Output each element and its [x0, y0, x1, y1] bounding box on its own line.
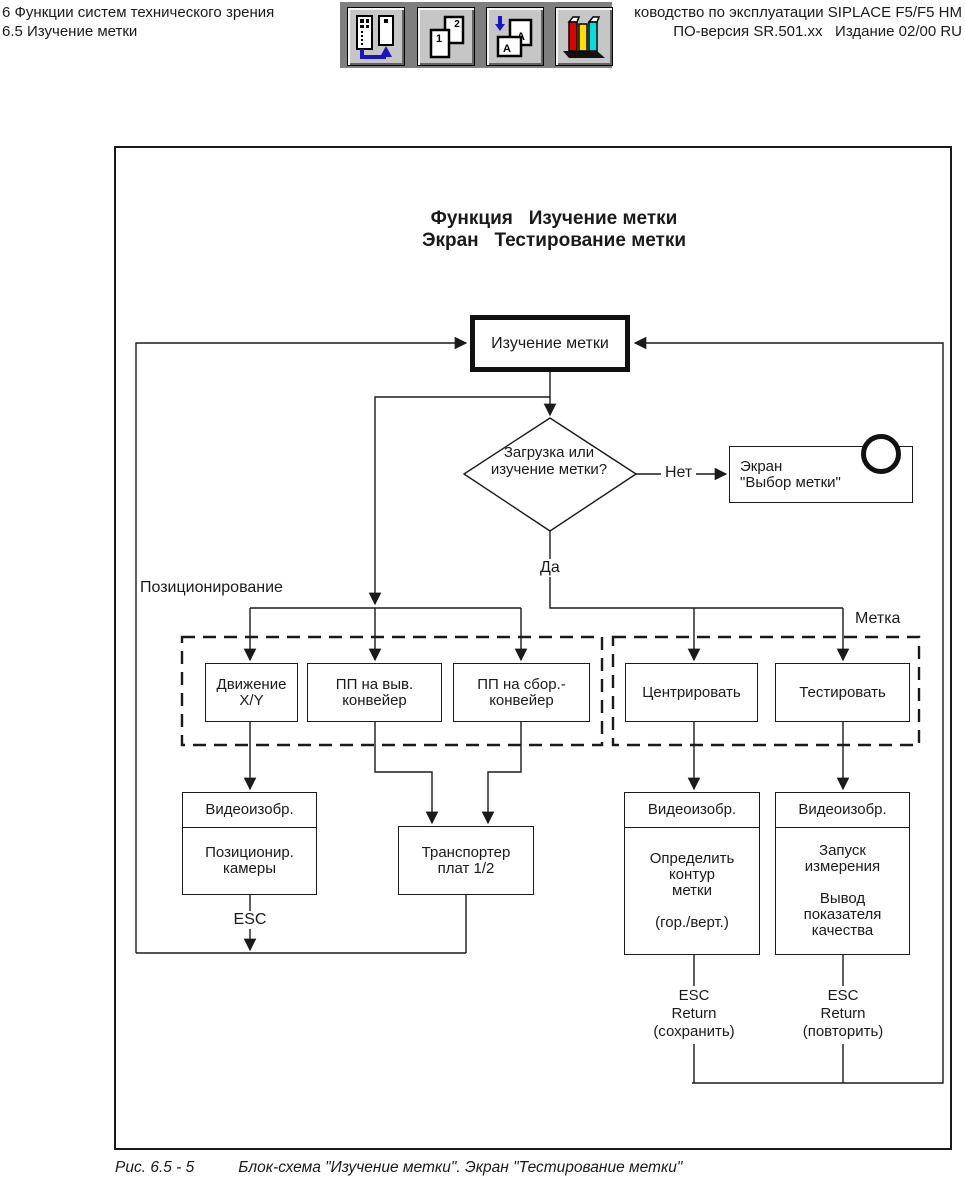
- esc-return-save-label: ESC Return (сохранить): [639, 987, 749, 1041]
- ppout-line1: ПП на выв.: [335, 675, 414, 693]
- esc-save-line3: (сохранить): [653, 1023, 735, 1040]
- toolbar-button-transfer[interactable]: [347, 7, 405, 66]
- contour-line3: метки: [672, 882, 712, 899]
- decision-line1: Загрузка или: [503, 444, 595, 461]
- esc-save-line1: ESC: [678, 987, 710, 1004]
- node-test: Тестировать: [775, 663, 910, 722]
- node-pcb-assembly-conveyor: ПП на сбор.- конвейер: [453, 663, 590, 722]
- esc-label: ESC: [228, 911, 272, 929]
- measure-line4: показателя: [803, 906, 882, 923]
- contour-line4: (гор./верт.): [655, 914, 729, 931]
- video1-header: Видеоизобр.: [183, 793, 316, 828]
- cam-line2: камеры: [222, 860, 276, 877]
- diagram-frame: [114, 146, 952, 1150]
- move-line2: X/Y: [239, 691, 264, 709]
- cam-line1: Позиционир.: [205, 844, 294, 861]
- diagram-title-line2: Экран Тестирование метки: [421, 230, 687, 251]
- node-center: Центрировать: [625, 663, 758, 722]
- screen-select-line1: Экран: [740, 457, 783, 475]
- transfer-boards-icon: [356, 14, 394, 59]
- node-move-xy: Движение X/Y: [205, 663, 298, 722]
- page-1-label: 1: [436, 33, 442, 45]
- decision-text: Загрузка или изучение метки?: [463, 444, 635, 478]
- branch-label-no: Нет: [661, 464, 697, 482]
- group-label-positioning: Позиционирование: [140, 579, 283, 597]
- node-video-camera: Видеоизобр. Позиционир. камеры: [182, 792, 317, 895]
- video2-header: Видеоизобр.: [625, 793, 759, 828]
- header-manual: ководство по эксплуатации SIPLACE F5/F5 …: [634, 3, 962, 41]
- chapter-title: 6 Функции систем технического зрения: [2, 4, 275, 21]
- manual-title: ководство по эксплуатации SIPLACE F5/F5 …: [634, 4, 962, 21]
- diagram-title: Функция Изучение метки Экран Тестировани…: [314, 208, 794, 252]
- measure-line2: измерения: [804, 858, 881, 875]
- move-line1: Движение: [216, 675, 287, 693]
- node-start-label: Изучение метки: [491, 334, 609, 352]
- node-video-contour: Видеоизобр. Определить контур метки (гор…: [624, 792, 760, 955]
- node-screen-select: Экран "Выбор метки": [729, 434, 913, 503]
- letter-a-front: A: [503, 43, 511, 55]
- measure-line5: качества: [811, 922, 874, 939]
- esc-return-repeat-label: ESC Return (повторить): [788, 987, 898, 1041]
- decision-line2: изучение метки?: [490, 461, 608, 478]
- transport-line1: Транспортер: [421, 843, 511, 861]
- manual-version: ПО-версия SR.501.xx Издание 02/00 RU: [673, 23, 962, 40]
- branch-label-yes: Да: [536, 559, 564, 577]
- contour-line2: контур: [668, 866, 716, 883]
- contour-line1: Определить: [649, 850, 735, 867]
- video3-header: Видеоизобр.: [776, 793, 909, 828]
- toolbar-button-pages[interactable]: 2 1: [417, 7, 475, 66]
- node-start: Изучение метки: [470, 315, 630, 372]
- esc-repeat-line1: ESC: [827, 987, 859, 1004]
- header-chapter: 6 Функции систем технического зрения 6.5…: [2, 3, 274, 41]
- esc-save-line2: Return: [671, 1005, 717, 1022]
- figure-caption: Рис. 6.5 - 5 Блок-схема "Изучение метки".…: [115, 1159, 682, 1177]
- diagram-title-line1: Функция Изучение метки: [430, 208, 678, 229]
- esc-repeat-line2: Return: [820, 1005, 866, 1022]
- ppasm-line2: конвейер: [489, 691, 554, 709]
- test-label: Тестировать: [799, 683, 886, 701]
- node-transport: Транспортер плат 1/2: [398, 826, 534, 895]
- screen-select-line2: "Выбор метки": [740, 473, 841, 491]
- group-label-mark: Метка: [855, 610, 901, 628]
- node-pcb-out-conveyor: ПП на выв. конвейер: [307, 663, 442, 722]
- transport-line2: плат 1/2: [437, 859, 495, 877]
- esc-repeat-line3: (повторить): [802, 1023, 884, 1040]
- pages-a-arrow-icon: A A: [495, 15, 533, 57]
- caption-figure-number: Рис. 6.5 - 5: [115, 1159, 195, 1176]
- center-label: Центрировать: [642, 683, 741, 701]
- ppasm-line1: ПП на сбор.-: [477, 675, 566, 693]
- library-books-icon: [563, 15, 605, 58]
- node-video-measure: Видеоизобр. Запуск измерения Вывод показ…: [775, 792, 910, 955]
- pages-1-2-icon: 2 1: [429, 15, 465, 58]
- toolbar-button-autolabel[interactable]: A A: [486, 7, 544, 66]
- ppout-line2: конвейер: [342, 691, 407, 709]
- section-title: 6.5 Изучение метки: [2, 23, 138, 40]
- toolbar-button-library[interactable]: [555, 7, 613, 66]
- caption-text: Блок-схема "Изучение метки". Экран "Тест…: [238, 1159, 683, 1176]
- toolbar: 2 1 A A: [340, 2, 613, 68]
- page-2-label: 2: [454, 19, 460, 30]
- screen-symbol-circle: [861, 434, 901, 474]
- measure-line1: Запуск: [819, 842, 866, 859]
- measure-line3: Вывод: [819, 890, 866, 907]
